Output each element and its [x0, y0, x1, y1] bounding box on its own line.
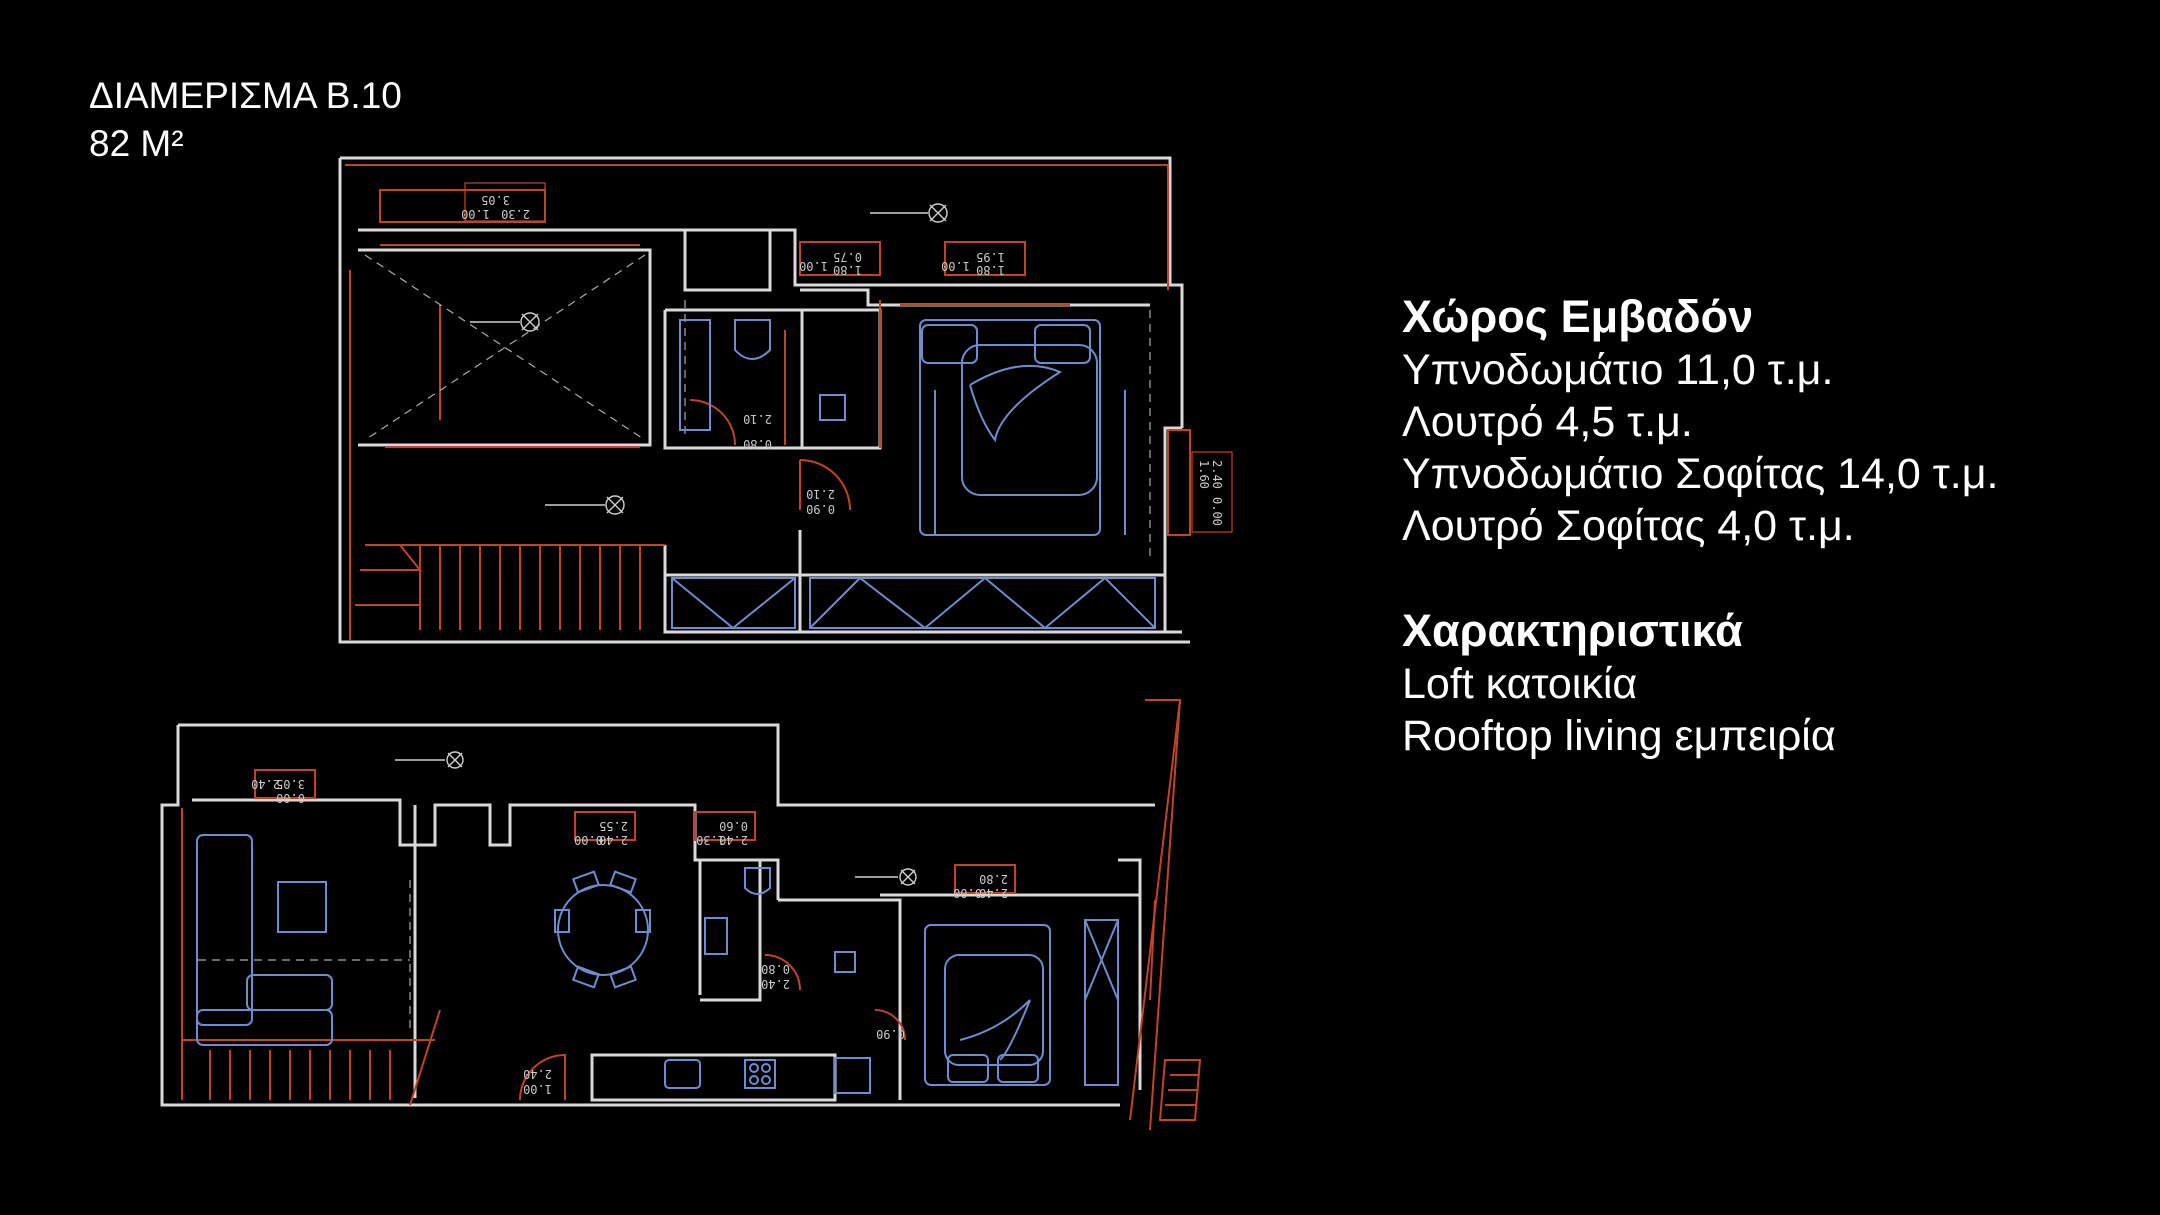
- svg-text:0.00: 0.00: [1210, 497, 1224, 526]
- svg-text:0.90: 0.90: [876, 1027, 905, 1041]
- areas-list: Υπνοδωμάτιο 11,0 τ.μ. Λουτρό 4,5 τ.μ. Υπ…: [1402, 344, 1998, 552]
- svg-text:0.00: 0.00: [574, 833, 603, 847]
- area-item: Λουτρό 4,5 τ.μ.: [1402, 398, 1693, 446]
- svg-text:2.10: 2.10: [743, 412, 772, 426]
- svg-text:1.95: 1.95: [976, 250, 1005, 264]
- svg-text:0.80: 0.80: [743, 437, 772, 451]
- features-list: Loft κατοικία Rooftop living εμπειρία: [1402, 658, 1998, 762]
- svg-text:3.05: 3.05: [481, 193, 510, 207]
- section-spacer: [1402, 552, 1998, 604]
- areas-heading: Χώρος Εμβαδόν: [1402, 291, 1754, 342]
- svg-text:1.00: 1.00: [461, 207, 490, 221]
- svg-text:2.40: 2.40: [979, 886, 1008, 900]
- upper-floor-dimension-labels: 3.05 1.00 2.30 0.75 1.80 1.00 1.95 1.80 …: [461, 182, 1233, 533]
- svg-text:1.00: 1.00: [799, 259, 828, 273]
- area-item: Υπνοδωμάτιο 11,0 τ.μ.: [1402, 346, 1834, 394]
- svg-text:0.00: 0.00: [953, 886, 982, 900]
- svg-text:1.80: 1.80: [976, 263, 1005, 277]
- lower-floor-dimension-labels: 3.05 0.00 2.40 2.55 0.00 2.40 0.60 1.30 …: [251, 777, 1008, 1096]
- area-and-features-panel: Χώρος Εμβαδόν Υπνοδωμάτιο 11,0 τ.μ. Λουτ…: [1402, 290, 1998, 762]
- svg-text:2.40: 2.40: [1210, 460, 1224, 489]
- apartment-total-area: 82 Μ²: [89, 123, 184, 164]
- svg-text:2.80: 2.80: [979, 872, 1008, 886]
- svg-text:0.90: 0.90: [806, 502, 835, 516]
- apartment-title-block: ΔΙΑΜΕΡΙΣΜΑ Β.10 82 Μ²: [89, 72, 402, 168]
- area-item: Υπνοδωμάτιο Σοφίτας 14,0 τ.μ.: [1402, 450, 1999, 498]
- svg-text:1.80: 1.80: [833, 263, 862, 277]
- feature-item: Rooftop living εμπειρία: [1402, 712, 1836, 760]
- svg-text:1.00: 1.00: [941, 259, 970, 273]
- svg-text:0.80: 0.80: [761, 962, 790, 976]
- svg-text:3.05: 3.05: [276, 777, 305, 791]
- svg-text:1.30: 1.30: [696, 833, 725, 847]
- svg-text:0.60: 0.60: [719, 819, 748, 833]
- svg-text:2.40: 2.40: [719, 833, 748, 847]
- svg-text:2.10: 2.10: [806, 487, 835, 501]
- svg-text:2.40: 2.40: [523, 1067, 552, 1081]
- svg-text:2.30: 2.30: [501, 207, 530, 221]
- svg-text:1.00: 1.00: [523, 1082, 552, 1096]
- svg-text:2.40: 2.40: [251, 777, 280, 791]
- svg-text:2.40: 2.40: [761, 977, 790, 991]
- lower-floor-plan: 3.05 0.00 2.40 2.55 0.00 2.40 0.60 1.30 …: [160, 699, 1202, 1131]
- svg-text:2.40: 2.40: [599, 833, 628, 847]
- svg-text:0.00: 0.00: [276, 791, 305, 805]
- apartment-name: ΔΙΑΜΕΡΙΣΜΑ Β.10: [89, 75, 402, 116]
- features-heading: Χαρακτηριστικά: [1402, 605, 1743, 656]
- feature-item: Loft κατοικία: [1402, 660, 1638, 708]
- area-item: Λουτρό Σοφίτας 4,0 τ.μ.: [1402, 502, 1855, 550]
- svg-text:0.75: 0.75: [833, 250, 862, 264]
- upper-floor-plan: 3.05 1.00 2.30 0.75 1.80 1.00 1.95 1.80 …: [338, 156, 1233, 644]
- svg-text:1.60: 1.60: [1197, 460, 1211, 489]
- svg-text:2.55: 2.55: [599, 819, 628, 833]
